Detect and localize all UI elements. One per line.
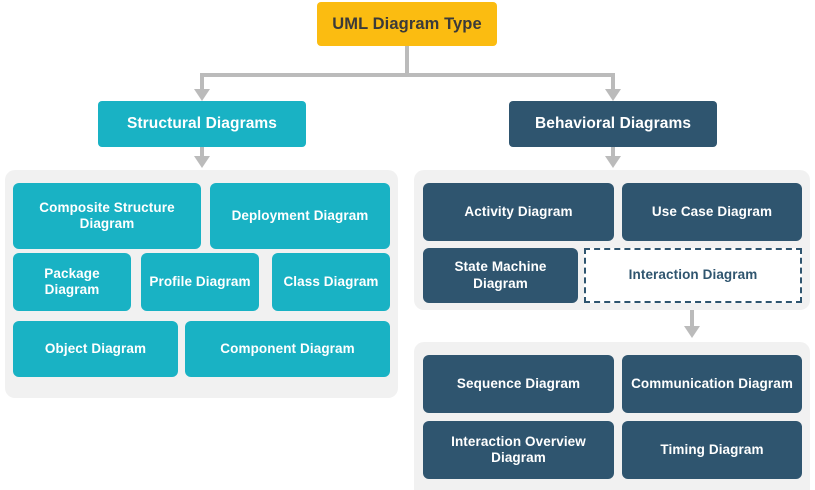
node-label: Use Case Diagram bbox=[651, 203, 773, 219]
node-label: Component Diagram bbox=[220, 340, 355, 356]
node-label: UML Diagram Type bbox=[332, 14, 482, 33]
node-label: Deployment Diagram bbox=[231, 207, 369, 223]
node-behavioral-diagrams[interactable]: Behavioral Diagrams bbox=[509, 101, 717, 147]
node-label: State Machine Diagram bbox=[454, 259, 547, 291]
node-communication-diagram[interactable]: Communication Diagram bbox=[622, 355, 802, 413]
node-label: Interaction Diagram bbox=[628, 267, 758, 283]
node-interaction-overview-diagram[interactable]: Interaction Overview Diagram bbox=[423, 421, 614, 479]
node-timing-diagram[interactable]: Timing Diagram bbox=[622, 421, 802, 479]
arrowhead-behavioral bbox=[605, 89, 621, 101]
node-sequence-diagram[interactable]: Sequence Diagram bbox=[423, 355, 614, 413]
node-label: Structural Diagrams bbox=[126, 114, 278, 132]
behavioral-diagrams-panel: Activity Diagram Use Case Diagram State … bbox=[414, 170, 810, 310]
node-label: Profile Diagram bbox=[149, 273, 251, 289]
node-composite-structure-diagram[interactable]: Composite Structure Diagram bbox=[13, 183, 201, 249]
node-label: Communication Diagram bbox=[631, 375, 793, 391]
arrowhead-structural-panel bbox=[194, 156, 210, 168]
node-profile-diagram[interactable]: Profile Diagram bbox=[141, 253, 259, 311]
node-use-case-diagram[interactable]: Use Case Diagram bbox=[622, 183, 802, 241]
node-label: Behavioral Diagrams bbox=[534, 114, 692, 132]
node-label: Activity Diagram bbox=[464, 203, 573, 219]
arrowhead-interaction-subpanel bbox=[684, 326, 700, 338]
node-deployment-diagram[interactable]: Deployment Diagram bbox=[210, 183, 390, 249]
structural-diagrams-panel: Composite Structure Diagram Deployment D… bbox=[5, 170, 398, 398]
node-interaction-diagram[interactable]: Interaction Diagram bbox=[584, 248, 802, 303]
node-package-diagram[interactable]: Package Diagram bbox=[13, 253, 131, 311]
node-label: Timing Diagram bbox=[660, 441, 764, 457]
arrowhead-structural bbox=[194, 89, 210, 101]
node-object-diagram[interactable]: Object Diagram bbox=[13, 321, 178, 377]
node-class-diagram[interactable]: Class Diagram bbox=[272, 253, 390, 311]
node-label: Object Diagram bbox=[44, 340, 147, 356]
interaction-diagrams-panel: Sequence Diagram Communication Diagram I… bbox=[414, 342, 810, 490]
node-uml-diagram-type[interactable]: UML Diagram Type bbox=[317, 2, 497, 46]
node-label: Package Diagram bbox=[44, 265, 100, 297]
node-component-diagram[interactable]: Component Diagram bbox=[185, 321, 390, 377]
node-label: Composite Structure Diagram bbox=[39, 199, 175, 231]
node-state-machine-diagram[interactable]: State Machine Diagram bbox=[423, 248, 578, 303]
node-label: Class Diagram bbox=[283, 273, 379, 289]
node-structural-diagrams[interactable]: Structural Diagrams bbox=[98, 101, 306, 147]
node-label: Sequence Diagram bbox=[456, 375, 581, 391]
node-label: Interaction Overview Diagram bbox=[451, 433, 586, 465]
arrowhead-behavioral-panel bbox=[605, 156, 621, 168]
node-activity-diagram[interactable]: Activity Diagram bbox=[423, 183, 614, 241]
